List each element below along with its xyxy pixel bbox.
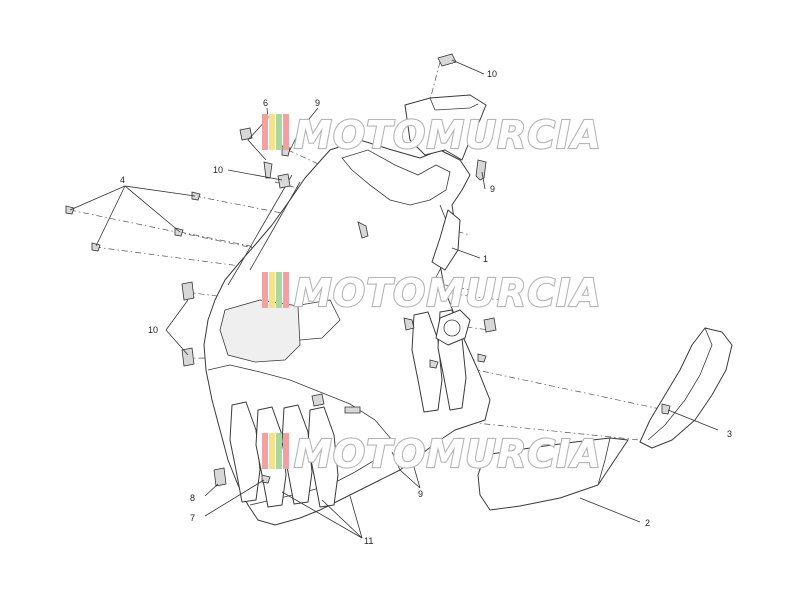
callout-6: 6	[263, 98, 268, 108]
watermark-stripe	[276, 114, 282, 150]
watermark-stripe	[262, 114, 268, 150]
callout-10-left: 10	[148, 325, 158, 335]
callout-9-top: 9	[315, 98, 320, 108]
side-panel-part	[639, 327, 733, 449]
watermark-stripe	[283, 272, 289, 308]
watermark-stripe	[276, 433, 282, 469]
glovebox-latch	[435, 309, 471, 346]
leader-lines	[69, 59, 719, 539]
callout-9-right: 9	[490, 184, 495, 194]
watermark-brand-text: MOTOMURCIA	[294, 271, 602, 315]
callout-11: 11	[364, 536, 373, 546]
watermark-stripe	[269, 272, 275, 308]
watermark-stripe	[269, 433, 275, 469]
callout-4: 4	[120, 175, 125, 185]
watermark-stripe	[276, 272, 282, 308]
callout-7: 7	[190, 513, 195, 523]
floor-cover-part	[477, 437, 629, 511]
watermark-stripe	[262, 272, 268, 308]
fasteners	[65, 53, 671, 487]
watermark-top: MOTOMURCIA	[262, 112, 602, 158]
watermark-stripe	[283, 433, 289, 469]
callout-10-upper-left: 10	[213, 165, 223, 175]
callout-2: 2	[645, 518, 650, 528]
watermark-stripe	[269, 114, 275, 150]
callout-8: 8	[190, 493, 195, 503]
watermark-brand-text: MOTOMURCIA	[294, 432, 602, 476]
watermark-middle: MOTOMURCIA	[262, 270, 602, 316]
callout-labels: 4 6 9 10 10 9 1 10 3 2 8 7 9 11	[120, 69, 732, 546]
callout-3: 3	[727, 429, 732, 439]
callout-10-top: 10	[487, 69, 497, 79]
watermark-stripe	[262, 433, 268, 469]
watermark-stripe	[283, 114, 289, 150]
watermark-bottom: MOTOMURCIA	[262, 431, 602, 477]
callout-9-bottom: 9	[418, 489, 423, 499]
callout-1: 1	[483, 254, 488, 264]
watermark-brand-text: MOTOMURCIA	[294, 113, 602, 157]
